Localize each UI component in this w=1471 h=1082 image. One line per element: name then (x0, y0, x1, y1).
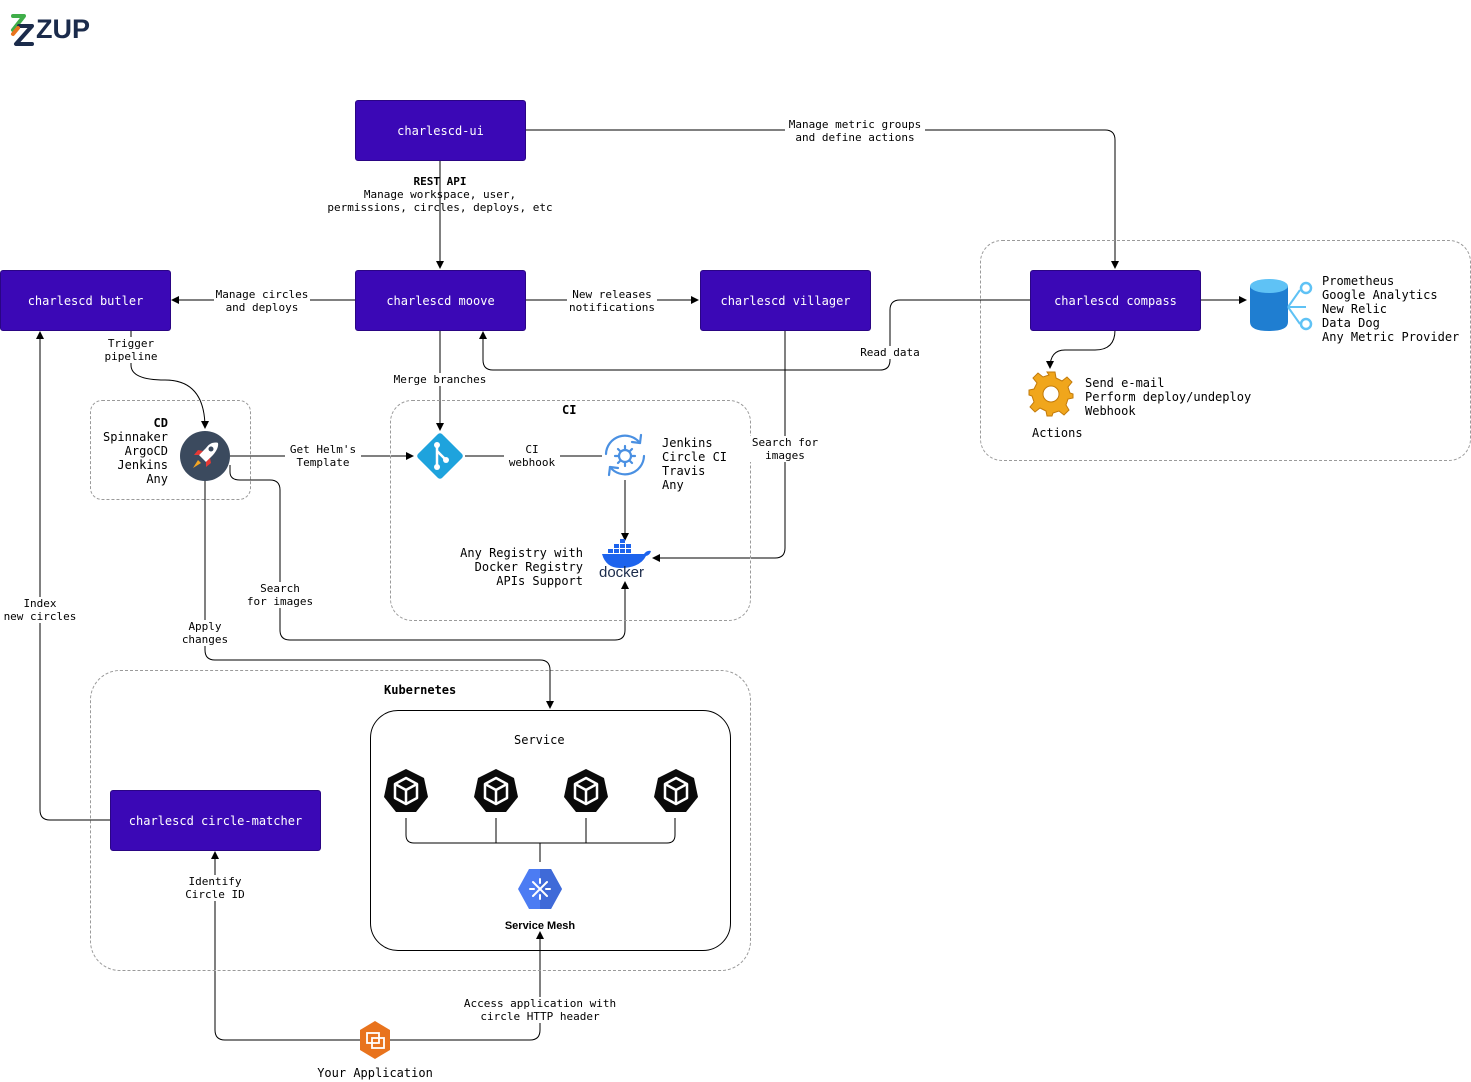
charlescd-circle-matcher-box[interactable]: charlescd circle-matcher (110, 790, 321, 851)
pod-icon (474, 769, 518, 812)
search-images-cd-label: Search for images (244, 582, 316, 608)
new-releases-label: New releases notifications (567, 288, 657, 314)
zup-logo-icon (11, 14, 34, 46)
kubernetes-group (90, 670, 751, 971)
gear-icon (1028, 371, 1074, 417)
pod-icon (384, 769, 428, 812)
zup-logo: ZUP (10, 10, 94, 50)
logo-text: ZUP (36, 14, 90, 44)
your-application-label: Your Application (317, 1066, 433, 1080)
edge-ui-compass (525, 129, 1119, 269)
charlescd-butler-box[interactable]: charlescd butler (0, 270, 171, 331)
application-icon[interactable] (358, 1020, 392, 1060)
edge-app-matcher (211, 851, 360, 1041)
pod-icon (654, 769, 698, 812)
ci-webhook-label: CI webhook (504, 443, 560, 469)
rest-api-desc: Manage workspace, user, permissions, cir… (327, 188, 553, 214)
rocket-icon (180, 431, 230, 481)
registry-text: Any Registry with Docker Registry APIs S… (460, 546, 583, 588)
read-data-label: Read data (857, 346, 923, 359)
actions-title: Actions (1032, 426, 1083, 440)
cd-tools: Spinnaker ArgoCD Jenkins Any (102, 430, 168, 486)
edge-matcher-butler (36, 331, 110, 821)
cd-title: CD (153, 416, 168, 430)
pod-2 (472, 767, 520, 819)
docker-wordmark: docker (599, 564, 645, 581)
charlescd-compass-box[interactable]: charlescd compass (1030, 270, 1201, 331)
edge-butler-cd (130, 330, 209, 429)
edge-app-mesh (390, 931, 544, 1041)
database-icon (1250, 279, 1313, 331)
charlescd-villager-box[interactable]: charlescd villager (700, 270, 871, 331)
docker-whale-icon (602, 539, 651, 568)
manage-metric-label: Manage metric groups and define actions (785, 118, 925, 144)
index-circles-label: Index new circles (0, 597, 80, 623)
pod-4 (652, 767, 700, 819)
cd-group (90, 400, 251, 500)
ci-tools: Jenkins Circle CI Travis Any (662, 436, 728, 492)
service-title: Service (514, 733, 565, 747)
trigger-pipeline-label: Trigger pipeline (101, 337, 161, 363)
actions-list: Send e-mail Perform deploy/undeploy Webh… (1085, 376, 1252, 418)
get-helm-label: Get Helm's Template (285, 443, 361, 469)
manage-circles-label: Manage circles and deploys (214, 288, 310, 314)
charlescd-ui-box[interactable]: charlescd-ui (355, 100, 526, 161)
metric-providers: Prometheus Google Analytics New Relic Da… (1322, 274, 1460, 344)
identify-circle-label: Identify Circle ID (180, 875, 250, 901)
pod-icon (564, 769, 608, 812)
edge-villager-docker (652, 330, 786, 562)
search-images-villager-label: Search for images (748, 436, 822, 462)
service-mesh-icon (518, 869, 562, 909)
pod-1 (382, 767, 430, 819)
edge-compass-actions (1046, 329, 1116, 369)
apply-changes-label: Apply changes (177, 620, 233, 646)
merge-branches-label: Merge branches (390, 373, 490, 386)
docker-icon: docker (598, 538, 654, 584)
ci-group (390, 400, 751, 621)
service-mesh-label: Service Mesh (504, 920, 576, 932)
pod-3 (562, 767, 610, 819)
access-app-label: Access application with circle HTTP head… (455, 997, 625, 1023)
rest-api-title: REST API (413, 175, 467, 188)
edge-cd-docker (229, 465, 629, 641)
git-icon (417, 433, 463, 479)
service-group (370, 710, 731, 951)
ci-title: CI (562, 403, 577, 417)
kubernetes-title: Kubernetes (384, 683, 457, 697)
edge-compass-moove (479, 299, 1030, 371)
ci-cycle-icon (604, 433, 646, 477)
edge-cd-service (204, 480, 554, 709)
charlescd-moove-box[interactable]: charlescd moove (355, 270, 526, 331)
